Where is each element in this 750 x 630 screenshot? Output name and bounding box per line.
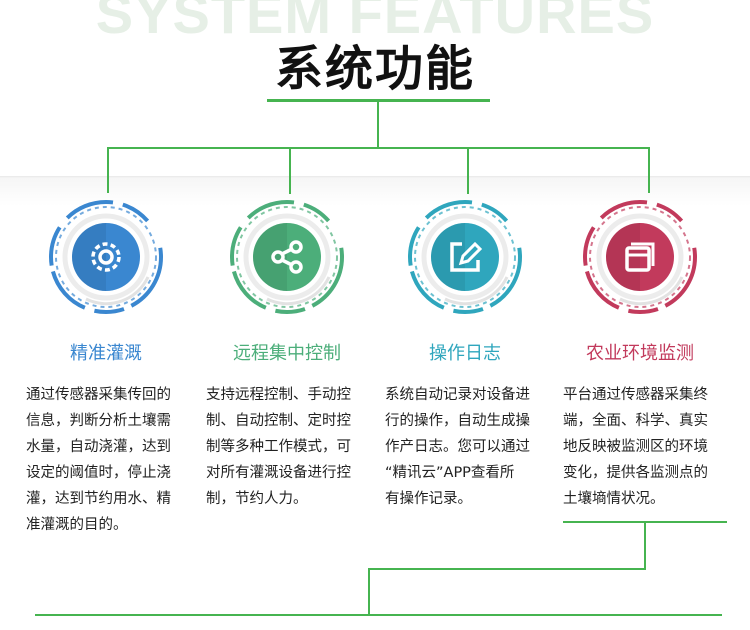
- description-line: 端，全面、科学、真实: [563, 413, 708, 429]
- connector-line: [644, 521, 646, 570]
- description-line: 准灌溉的目的。: [26, 517, 128, 533]
- description-line: 灌，达到节约用水、精: [26, 491, 171, 507]
- description-line: 水量，自动浇灌，达到: [26, 439, 171, 455]
- share-icon: [230, 200, 344, 314]
- feature-title: 操作日志: [429, 343, 501, 364]
- connector-line: [467, 147, 469, 194]
- description-line: 系统自动记录对设备进: [385, 387, 530, 403]
- description-line: “精讯云”APP查看所: [385, 465, 515, 481]
- window-icon: [583, 200, 697, 314]
- description-line: 制，节约人力。: [206, 491, 308, 507]
- description-line: 支持远程控制、手动控: [206, 387, 351, 403]
- description-line: 设定的阈值时，停止浇: [26, 465, 171, 481]
- connector-line: [107, 147, 109, 193]
- description-line: 对所有灌溉设备进行控: [206, 465, 351, 481]
- gear-icon: [49, 200, 163, 314]
- edit-icon: [408, 200, 522, 314]
- description-line: 信息，判断分析土壤需: [26, 413, 171, 429]
- feature-description: 系统自动记录对设备进行的操作，自动生成操作产日志。您可以通过 “精讯云”APP查看…: [385, 382, 560, 512]
- description-line: 制、自动控制、定时控: [206, 413, 351, 429]
- feature-icon-2: [225, 195, 349, 319]
- description-line: 行的操作，自动生成操: [385, 413, 530, 429]
- connector-line: [368, 568, 646, 570]
- feature-icon-4: [578, 195, 702, 319]
- description-line: 有操作记录。: [385, 491, 472, 507]
- background-heading: SYSTEM FEATURES: [95, 0, 655, 42]
- feature-description: 平台通过传感器采集终端，全面、科学、真实地反映被监测区的环境变化，提供各监测点的…: [563, 382, 738, 512]
- description-line: 变化，提供各监测点的: [563, 465, 708, 481]
- description-line: 制等多种工作模式，可: [206, 439, 351, 455]
- page-title: 系统功能: [274, 41, 475, 97]
- feature-icon-3: [403, 195, 527, 319]
- description-line: 通过传感器采集传回的: [26, 387, 171, 403]
- description-line: 土壤墒情状况。: [563, 491, 665, 507]
- description-line: 地反映被监测区的环境: [563, 439, 708, 455]
- description-line: 平台通过传感器采集终: [563, 387, 708, 403]
- feature-description: 通过传感器采集传回的信息，判断分析土壤需水量，自动浇灌，达到设定的阈值时，停止浇…: [26, 382, 201, 538]
- feature-title: 精准灌溉: [70, 343, 142, 364]
- description-line: 作产日志。您可以通过: [385, 439, 530, 455]
- feature-title: 农业环境监测: [586, 343, 694, 364]
- feature-title: 远程集中控制: [233, 343, 341, 364]
- connector-line: [289, 147, 291, 194]
- connector-line: [107, 147, 650, 149]
- connector-line: [377, 100, 379, 149]
- feature-description: 支持远程控制、手动控制、自动控制、定时控制等多种工作模式，可对所有灌溉设备进行控…: [206, 382, 381, 512]
- connector-line: [35, 614, 722, 616]
- connector-line: [368, 568, 370, 615]
- feature-icon-1: [44, 195, 168, 319]
- divider-shadow: [0, 176, 750, 206]
- connector-line: [648, 147, 650, 193]
